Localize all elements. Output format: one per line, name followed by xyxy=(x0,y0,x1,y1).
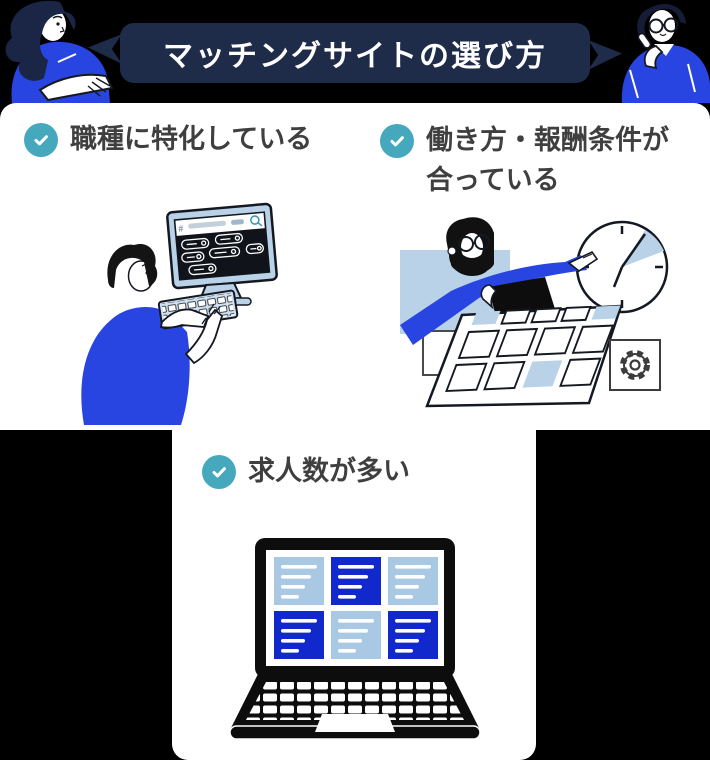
gear-icon xyxy=(609,339,661,391)
check-label: 働き方・報酬条件が 合っている xyxy=(426,125,669,195)
woman-hair xyxy=(5,0,66,81)
clock-icon xyxy=(575,220,669,314)
laptop-keyboard xyxy=(246,682,464,720)
woman-arm xyxy=(38,73,114,102)
check-icon xyxy=(202,455,236,489)
index-finger xyxy=(637,32,652,49)
check-label: 求人数が多い xyxy=(248,456,410,486)
calendar xyxy=(425,304,623,408)
check-icon xyxy=(24,123,58,157)
person-body xyxy=(81,306,190,425)
monitor: # xyxy=(166,202,278,290)
pointing-hand xyxy=(567,250,599,272)
man-character-illustration xyxy=(621,3,710,103)
desktop-search-illustration: # xyxy=(81,202,278,425)
woman-hand xyxy=(87,77,111,97)
woman-character-illustration xyxy=(5,0,114,103)
page-title: マッチングサイトの選び方 xyxy=(163,40,547,73)
monitor-dark-area xyxy=(175,228,270,280)
schedule-clock-illustration xyxy=(400,217,669,408)
hand-fingers xyxy=(201,303,221,325)
check-item-conditions: 働き方・報酬条件が 合っている xyxy=(380,124,669,200)
check-item-specialized: 職種に特化している xyxy=(24,123,312,159)
job-cards xyxy=(274,557,438,659)
bearded-man-head xyxy=(446,217,494,276)
check-icon xyxy=(380,124,414,158)
person-hair xyxy=(107,243,158,288)
ear xyxy=(447,246,457,256)
holding-hand xyxy=(480,284,498,310)
hash-symbol: # xyxy=(178,223,184,233)
title-banner: マッチングサイトの選び方 xyxy=(120,23,590,83)
right-arm xyxy=(184,308,224,365)
laptop-front-notch xyxy=(315,714,395,732)
man-hair xyxy=(637,3,686,38)
check-label: 職種に特化している xyxy=(70,124,313,154)
pointing-arm xyxy=(400,255,587,345)
man-hand-pointing xyxy=(643,45,664,70)
filter-tags xyxy=(181,232,264,276)
laptop-illustration xyxy=(229,538,481,740)
man-collar xyxy=(654,44,674,56)
check-item-volume: 求人数が多い xyxy=(202,455,410,491)
search-icon xyxy=(250,215,263,227)
